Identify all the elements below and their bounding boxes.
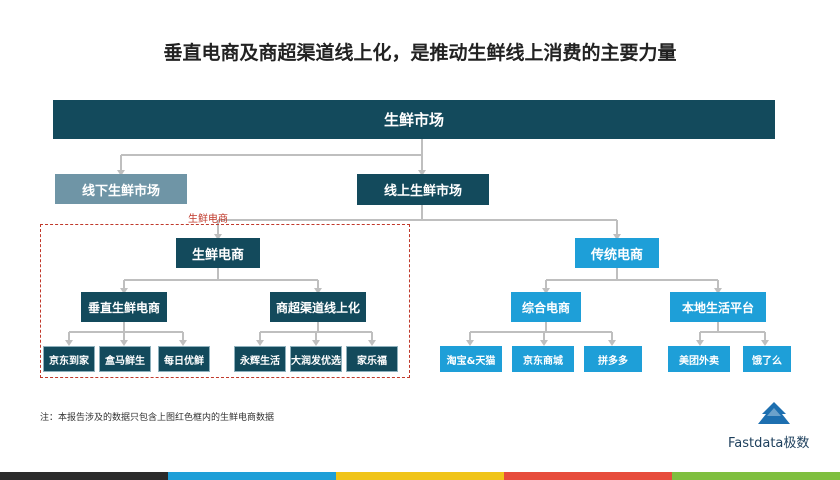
leaf-rt-mart: 大润发优选 bbox=[290, 346, 342, 372]
node-fresh-ecom: 生鲜电商 bbox=[176, 238, 260, 268]
leaf-eleme: 饿了么 bbox=[743, 346, 791, 372]
bottom-bar-segment bbox=[504, 472, 672, 480]
node-traditional-ecom: 传统电商 bbox=[575, 238, 659, 268]
bottom-bar-segment bbox=[336, 472, 504, 480]
bottom-bar-segment bbox=[168, 472, 336, 480]
node-local-life-platform: 本地生活平台 bbox=[670, 292, 766, 322]
leaf-jd-daojia: 京东到家 bbox=[43, 346, 95, 372]
leaf-jd-mall: 京东商城 bbox=[512, 346, 574, 372]
node-supermarket-online: 商超渠道线上化 bbox=[270, 292, 366, 322]
leaf-taobao-tmall: 淘宝&天猫 bbox=[440, 346, 502, 372]
node-general-ecom: 综合电商 bbox=[511, 292, 581, 322]
node-online: 线上生鲜市场 bbox=[357, 174, 489, 205]
leaf-missfresh: 每日优鲜 bbox=[158, 346, 210, 372]
leaf-pinduoduo: 拼多多 bbox=[584, 346, 642, 372]
footnote: 注：本报告涉及的数据只包含上图红色框内的生鲜电商数据 bbox=[40, 413, 275, 423]
node-root: 生鲜市场 bbox=[53, 100, 775, 139]
bottom-bar-segment bbox=[0, 472, 168, 480]
fresh-ecom-highlight-frame bbox=[40, 224, 410, 378]
bottom-bar-segment bbox=[672, 472, 840, 480]
bottom-color-bar bbox=[0, 472, 840, 480]
fastdata-logo-icon bbox=[758, 402, 790, 424]
fastdata-logo-text: Fastdata极数 bbox=[728, 436, 810, 451]
leaf-meituan-waimai: 美团外卖 bbox=[668, 346, 730, 372]
fresh-ecom-frame-label: 生鲜电商 bbox=[188, 214, 228, 225]
node-vertical-fresh-ecom: 垂直生鲜电商 bbox=[81, 292, 167, 322]
leaf-yonghui: 永辉生活 bbox=[234, 346, 286, 372]
page-title: 垂直电商及商超渠道线上化，是推动生鲜线上消费的主要力量 bbox=[163, 42, 677, 64]
node-offline: 线下生鲜市场 bbox=[55, 174, 187, 204]
leaf-carrefour: 家乐福 bbox=[346, 346, 398, 372]
leaf-hema: 盒马鲜生 bbox=[99, 346, 151, 372]
